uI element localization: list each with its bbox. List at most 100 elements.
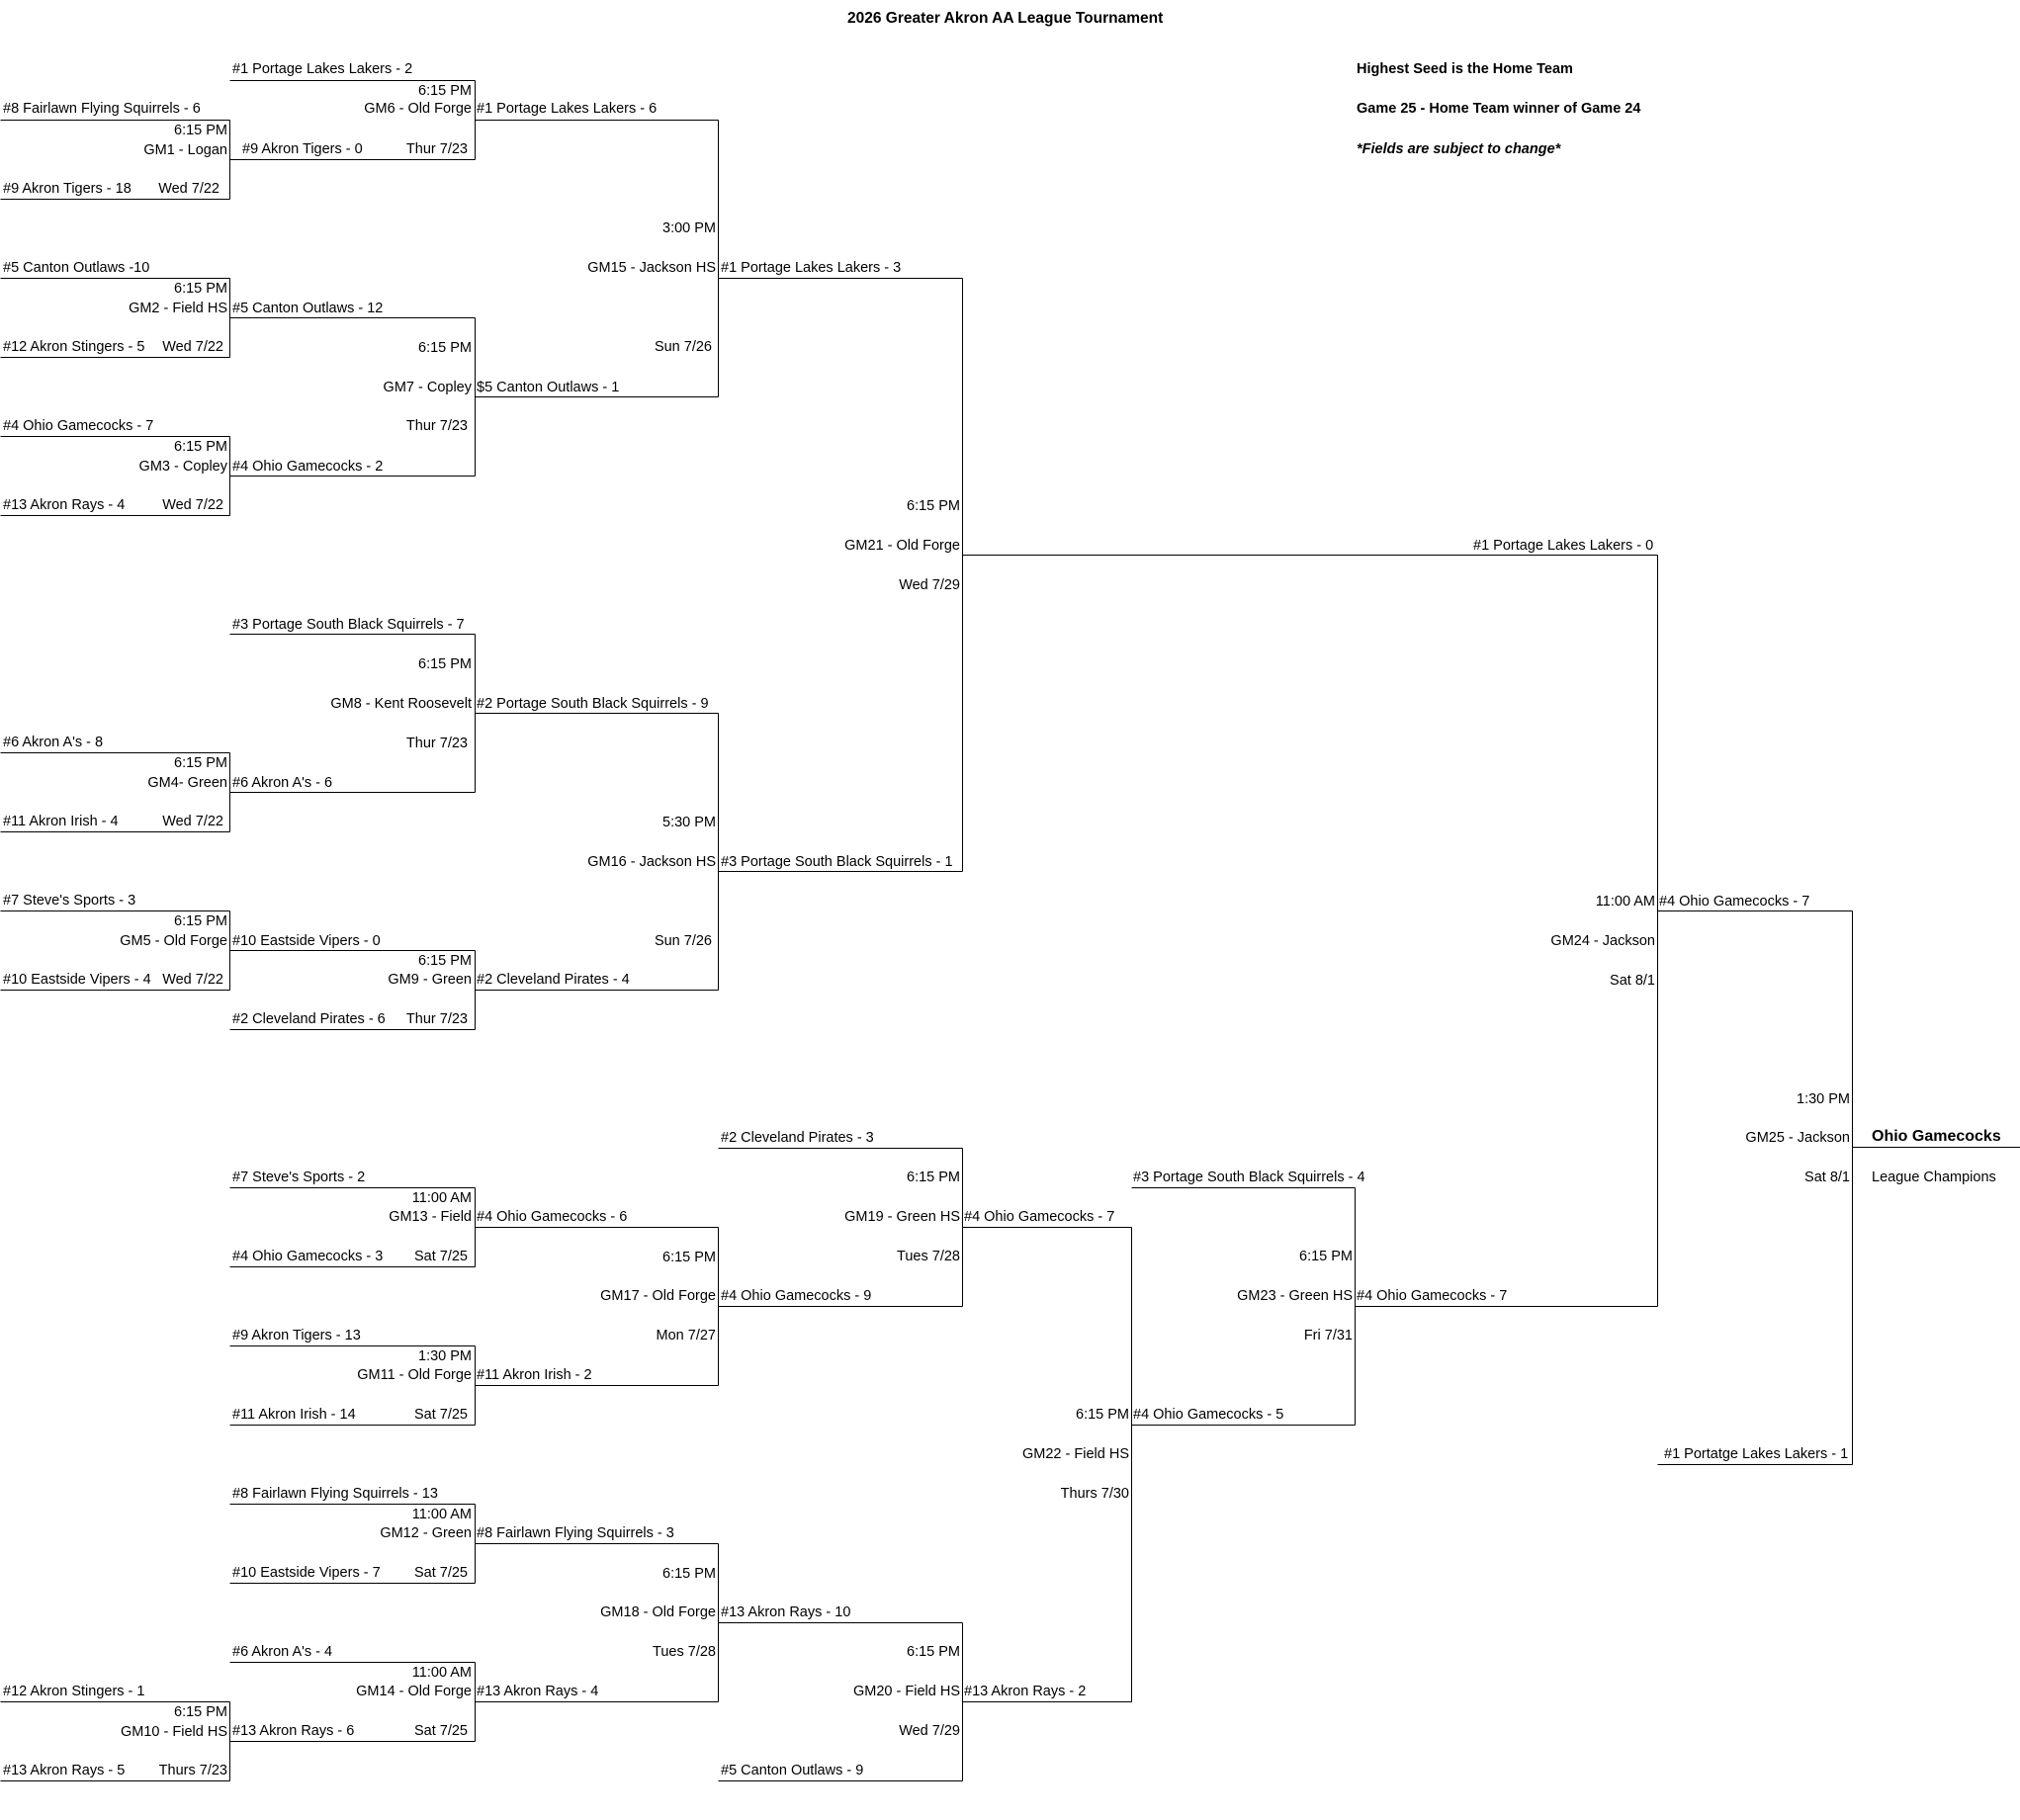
gm3-time: 6:15 PM [174, 439, 227, 455]
gm17-team2: #11 Akron Irish - 2 [477, 1367, 592, 1383]
gm3-game: GM3 - Copley [138, 459, 227, 475]
champion-name: Ohio Gamecocks [1872, 1128, 2001, 1145]
gm22-time: 6:15 PM [1076, 1407, 1129, 1423]
gm12-time: 11:00 AM [411, 1507, 472, 1522]
gm9-team2: #2 Cleveland Pirates - 6 [232, 1011, 386, 1027]
gm24-team1: #1 Portage Lakes Lakers - 0 [1473, 538, 1654, 554]
gm24-date: Sat 8/1 [1610, 973, 1655, 989]
gm4-game: GM4- Green [147, 775, 227, 791]
gm10-game: GM10 - Field HS [121, 1724, 227, 1740]
gm8-team2: #6 Akron A's - 6 [232, 775, 333, 791]
gm13-team2: #4 Ohio Gamecocks - 3 [232, 1249, 384, 1264]
gm5-game: GM5 - Old Forge [120, 933, 227, 949]
gm18-time: 6:15 PM [662, 1566, 716, 1582]
gm6-date: Thur 7/23 [405, 141, 468, 157]
gm1-team2: #9 Akron Tigers - 18 [3, 181, 132, 197]
gm6-team1: #1 Portage Lakes Lakers - 2 [232, 61, 413, 77]
gm13-game: GM13 - Field [389, 1209, 472, 1225]
gm23-team1: #3 Portage South Black Squirrels - 4 [1133, 1170, 1365, 1185]
gm3-team2: #13 Akron Rays - 4 [3, 497, 126, 513]
gm25-date: Sat 8/1 [1804, 1170, 1850, 1185]
gm9-time: 6:15 PM [418, 953, 472, 969]
gm7-game: GM7 - Copley [383, 380, 472, 395]
gm22-team2: #13 Akron Rays - 2 [964, 1684, 1087, 1699]
gm15-time: 3:00 PM [662, 220, 716, 236]
gm1-time: 6:15 PM [174, 123, 227, 138]
gm7-time: 6:15 PM [418, 340, 472, 356]
gm22-game: GM22 - Field HS [1022, 1446, 1129, 1462]
gm20-date: Wed 7/29 [899, 1723, 960, 1739]
gm6-game: GM6 - Old Forge [364, 101, 472, 117]
gm14-game: GM14 - Old Forge [356, 1684, 472, 1699]
gm21-team1: #1 Portage Lakes Lakers - 3 [721, 260, 902, 276]
gm19-date: Tues 7/28 [897, 1249, 960, 1264]
gm19-time: 6:15 PM [907, 1170, 960, 1185]
gm5-date: Wed 7/22 [162, 972, 223, 988]
gm2-date: Wed 7/22 [162, 339, 223, 355]
gm21-date: Wed 7/29 [899, 577, 960, 593]
gm16-game: GM16 - Jackson HS [587, 854, 716, 870]
gm1-team1: #8 Fairlawn Flying Squirrels - 6 [3, 101, 201, 117]
gm3-team1: #4 Ohio Gamecocks - 7 [3, 418, 154, 434]
gm12-date: Sat 7/25 [413, 1565, 468, 1581]
note-game-25: Game 25 - Home Team winner of Game 24 [1357, 101, 1641, 117]
gm2-game: GM2 - Field HS [129, 301, 227, 316]
gm7-team2: #4 Ohio Gamecocks - 2 [232, 459, 384, 475]
gm25-game: GM25 - Jackson [1745, 1130, 1850, 1146]
gm2-team1: #5 Canton Outlaws -10 [3, 260, 150, 276]
gm16-time: 5:30 PM [662, 815, 716, 830]
gm1-game: GM1 - Logan [143, 142, 227, 158]
gm15-date: Sun 7/26 [654, 339, 712, 355]
gm20-game: GM20 - Field HS [853, 1684, 960, 1699]
gm14-team1: #6 Akron A's - 4 [232, 1644, 333, 1660]
gm9-game: GM9 - Green [388, 972, 472, 988]
gm4-date: Wed 7/22 [162, 814, 223, 829]
gm10-team1: #12 Akron Stingers - 1 [3, 1684, 145, 1699]
gm12-team1: #8 Fairlawn Flying Squirrels - 13 [232, 1486, 438, 1502]
gm14-time: 11:00 AM [411, 1665, 472, 1681]
gm23-game: GM23 - Green HS [1237, 1288, 1353, 1304]
gm7-team1: #5 Canton Outlaws - 12 [232, 301, 384, 316]
gm5-time: 6:15 PM [174, 913, 227, 929]
gm18-game: GM18 - Old Forge [600, 1604, 716, 1620]
gm5-team1: #7 Steve's Sports - 3 [3, 893, 136, 909]
gm18-team2: #13 Akron Rays - 4 [477, 1684, 599, 1699]
gm18-team1: #8 Fairlawn Flying Squirrels - 3 [477, 1525, 674, 1541]
gm22-date: Thurs 7/30 [1060, 1486, 1129, 1502]
gm8-game: GM8 - Kent Roosevelt [330, 696, 472, 712]
gm21-game: GM21 - Old Forge [844, 538, 960, 554]
gm10-time: 6:15 PM [174, 1704, 227, 1720]
gm4-time: 6:15 PM [174, 755, 227, 771]
gm21-time: 6:15 PM [907, 498, 960, 514]
gm11-time: 1:30 PM [418, 1348, 472, 1364]
gm23-team2: #4 Ohio Gamecocks - 5 [1133, 1407, 1284, 1423]
gm17-time: 6:15 PM [662, 1250, 716, 1265]
gm20-time: 6:15 PM [907, 1644, 960, 1660]
gm21-team2: #3 Portage South Black Squirrels - 1 [721, 854, 953, 870]
gm14-team2: #13 Akron Rays - 6 [232, 1723, 355, 1739]
gm8-time: 6:15 PM [418, 656, 472, 672]
gm11-team1: #9 Akron Tigers - 13 [232, 1328, 361, 1343]
gm24-time: 11:00 AM [1595, 894, 1655, 910]
gm13-date: Sat 7/25 [413, 1249, 468, 1264]
gm7-date: Thur 7/23 [405, 418, 468, 434]
gm18-date: Tues 7/28 [653, 1644, 716, 1660]
gm2-team2: #12 Akron Stingers - 5 [3, 339, 145, 355]
gm16-date: Sun 7/26 [654, 933, 712, 949]
gm10-team2: #13 Akron Rays - 5 [3, 1763, 126, 1778]
page-title: 2026 Greater Akron AA League Tournament [847, 10, 1164, 27]
gm25-team2: #1 Portatge Lakes Lakers - 1 [1664, 1446, 1849, 1462]
gm23-date: Fri 7/31 [1303, 1328, 1353, 1343]
gm6-team2: #9 Akron Tigers - 0 [242, 141, 363, 157]
gm11-date: Sat 7/25 [413, 1407, 468, 1423]
gm19-team1: #2 Cleveland Pirates - 3 [721, 1130, 874, 1146]
gm1-date: Wed 7/22 [158, 181, 220, 197]
gm13-team1: #7 Steve's Sports - 2 [232, 1170, 366, 1185]
gm3-date: Wed 7/22 [162, 497, 223, 513]
champion-label: League Champions [1872, 1170, 1996, 1185]
gm12-team2: #10 Eastside Vipers - 7 [232, 1565, 381, 1581]
gm25-team1: #4 Ohio Gamecocks - 7 [1659, 894, 1810, 910]
gm4-team1: #6 Akron A's - 8 [3, 735, 104, 750]
gm5-team2: #10 Eastside Vipers - 4 [3, 972, 151, 988]
note-home-team: Highest Seed is the Home Team [1357, 61, 1573, 77]
